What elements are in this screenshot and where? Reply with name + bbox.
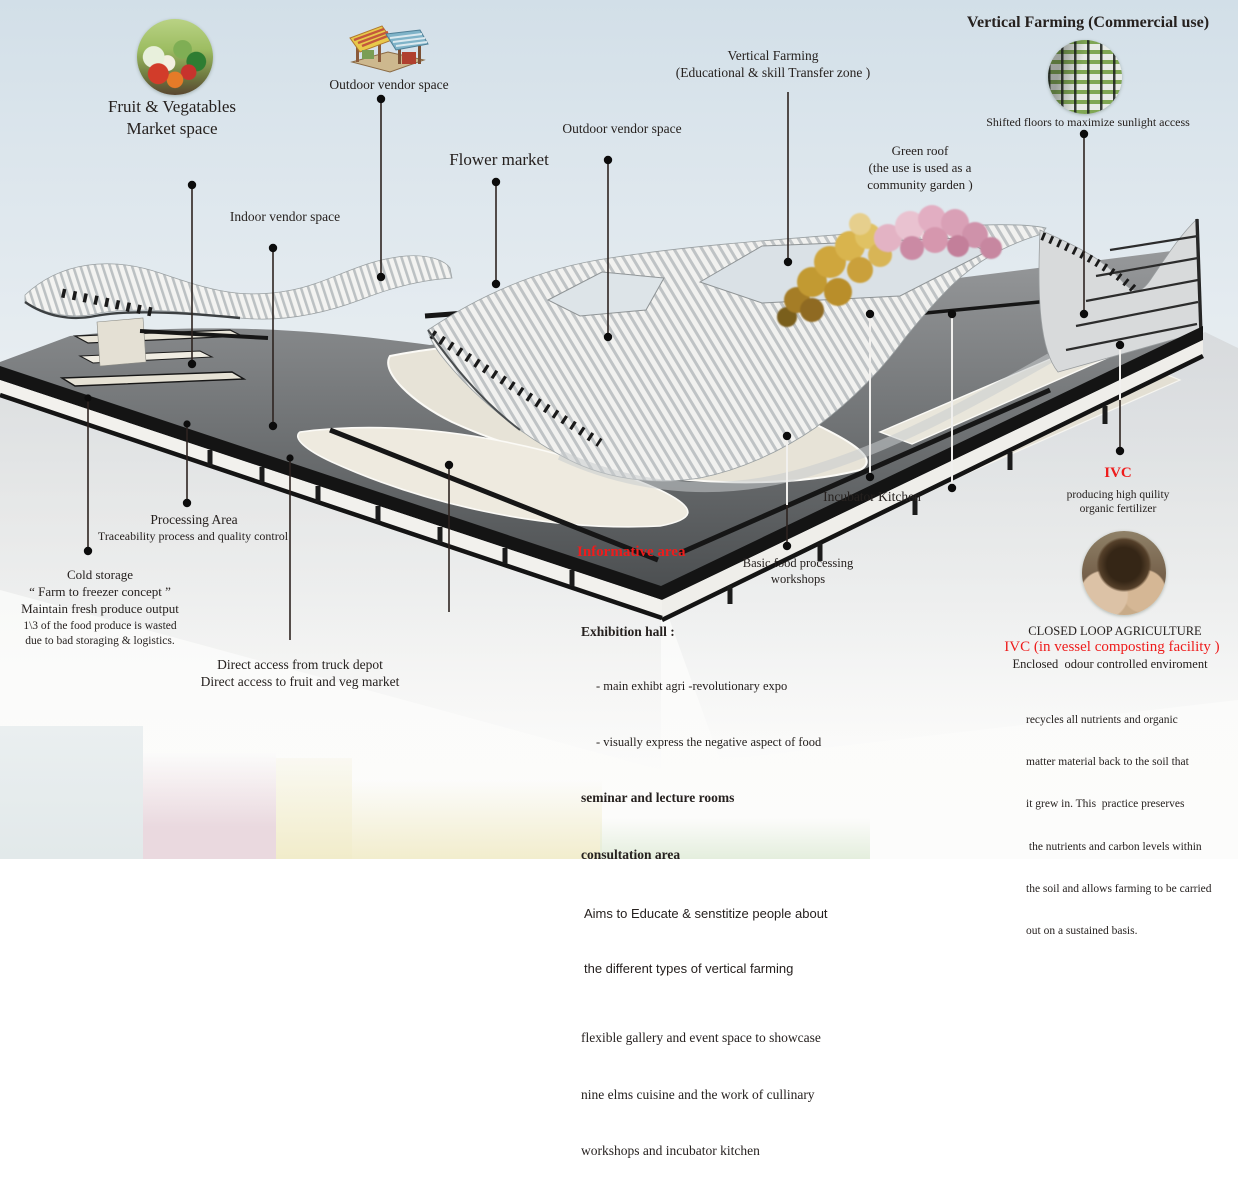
shifted-floors-caption: Shifted floors to maximize sunlight acce… <box>986 115 1190 129</box>
ground-wash-yellow-1 <box>276 758 352 859</box>
cold-storage-line3: Maintain fresh produce output <box>21 601 179 616</box>
seminar-rooms-label: seminar and lecture rooms <box>581 790 735 806</box>
informative-area-title: Informative area <box>577 544 686 560</box>
closed-loop-title: CLOSED LOOP AGRICULTURE <box>1028 624 1202 638</box>
consultation-area-label: consultation area <box>581 847 681 863</box>
exhibition-hall-title: Exhibition hall : <box>581 623 675 639</box>
compost-hands-photo <box>1082 531 1166 615</box>
ground-wash-pink <box>143 752 276 859</box>
ivc-caption-1: producing high quility <box>1066 489 1170 501</box>
vertical-farming-educational-line1: Vertical Farming <box>727 48 819 63</box>
outdoor-vendor-space-2-label: Outdoor vendor space <box>562 121 682 136</box>
ivc-caption-2: organic fertilizer <box>1079 503 1157 515</box>
fruit-veg-market-title: Fruit & Vegatables <box>107 97 237 116</box>
vertical-farm-racks-photo <box>1048 40 1122 114</box>
ground-wash-yellow-2 <box>352 780 602 859</box>
green-roof-line1: Green roof <box>891 143 949 158</box>
outdoor-vendor-space-1-label: Outdoor vendor space <box>329 77 449 92</box>
flower-market-label: Flower market <box>449 150 549 169</box>
flexible-gallery-line3: workshops and incubator kitchen <box>581 1143 760 1159</box>
incubator-kitchen-label: Incubator Kitchen <box>823 489 921 504</box>
closed-loop-para-line: recycles all nutrients and organic <box>1026 714 1178 727</box>
aims-line2: the different types of vertical farming <box>584 960 794 976</box>
ivc-vessel-title: IVC (in vessel composting facility ) <box>1004 639 1220 655</box>
market-stall-icon <box>349 25 429 73</box>
right-tower <box>1038 218 1203 373</box>
ground-shadow-left <box>0 376 661 770</box>
enclosed-odour-caption: Enclosed odour controlled enviroment <box>1012 657 1208 671</box>
processing-area-caption: Traceability process and quality control <box>97 529 289 543</box>
direct-access-line2: Direct access to fruit and veg market <box>200 674 400 689</box>
aims-line1: Aims to Educate & senstitize people abou… <box>584 905 828 921</box>
podium-base <box>0 326 1204 623</box>
fruit-and-vegetables-photo <box>137 19 213 95</box>
cold-storage-note1: 1\3 of the food produce is wasted <box>23 620 177 632</box>
leader-dots <box>83 94 1125 556</box>
closed-loop-para-line: the soil and allows farming to be carrie… <box>1026 882 1212 895</box>
basic-food-line1: Basic food processing <box>742 556 854 570</box>
cold-storage-note2: due to bad storaging & logistics. <box>25 635 175 647</box>
left-canopy-roof <box>24 255 453 320</box>
green-roof-line2: (the use is used as a <box>868 160 972 175</box>
ivc-title: IVC <box>1104 465 1132 481</box>
indoor-vendor-space-label: Indoor vendor space <box>229 209 341 224</box>
fruit-veg-market-subtitle: Market space <box>126 119 218 138</box>
flexible-gallery-line1: flexible gallery and event space to show… <box>581 1029 821 1045</box>
ground-shadow-right <box>661 332 1238 760</box>
basic-food-line2: workshops <box>770 572 826 586</box>
exhibition-bullet-1: - main exhibt agri -revolutionary expo <box>596 679 788 694</box>
green-roof-line3: community garden ) <box>867 177 973 192</box>
rooftop-trees <box>777 205 1002 327</box>
closed-loop-para-line: out on a sustained basis. <box>1026 924 1138 937</box>
closed-loop-para-line: the nutrients and carbon levels within <box>1026 840 1202 853</box>
vertical-farming-educational-line2: (Educational & skill Transfer zone ) <box>675 65 871 80</box>
exhibition-bullet-2: - visually express the negative aspect o… <box>596 734 822 749</box>
closed-loop-paragraph: recycles all nutrients and organic matte… <box>1026 686 1212 966</box>
informative-area-block: Exhibition hall : - main exhibt agri -re… <box>581 586 828 1197</box>
vertical-farming-commercial-title: Vertical Farming (Commercial use) <box>966 14 1210 31</box>
leader-lines <box>83 92 1125 640</box>
diagram-canvas: Fruit & Vegatables Market space Outdoor … <box>0 0 1238 1158</box>
flexible-gallery-line2: nine elms cuisine and the work of cullin… <box>581 1086 815 1102</box>
closed-loop-para-line: it grew in. This practice preserves <box>1026 798 1185 811</box>
ground-wash-grey <box>0 726 143 859</box>
cold-storage-line1: Cold storage <box>66 567 134 582</box>
cold-storage-line2: “ Farm to freezer concept ” <box>29 584 171 599</box>
closed-loop-para-line: matter material back to the soil that <box>1026 756 1189 769</box>
building-illustration <box>0 25 1238 770</box>
processing-area-title: Processing Area <box>150 512 238 527</box>
direct-access-line1: Direct access from truck depot <box>217 657 383 672</box>
ground-wash-green <box>600 818 870 859</box>
